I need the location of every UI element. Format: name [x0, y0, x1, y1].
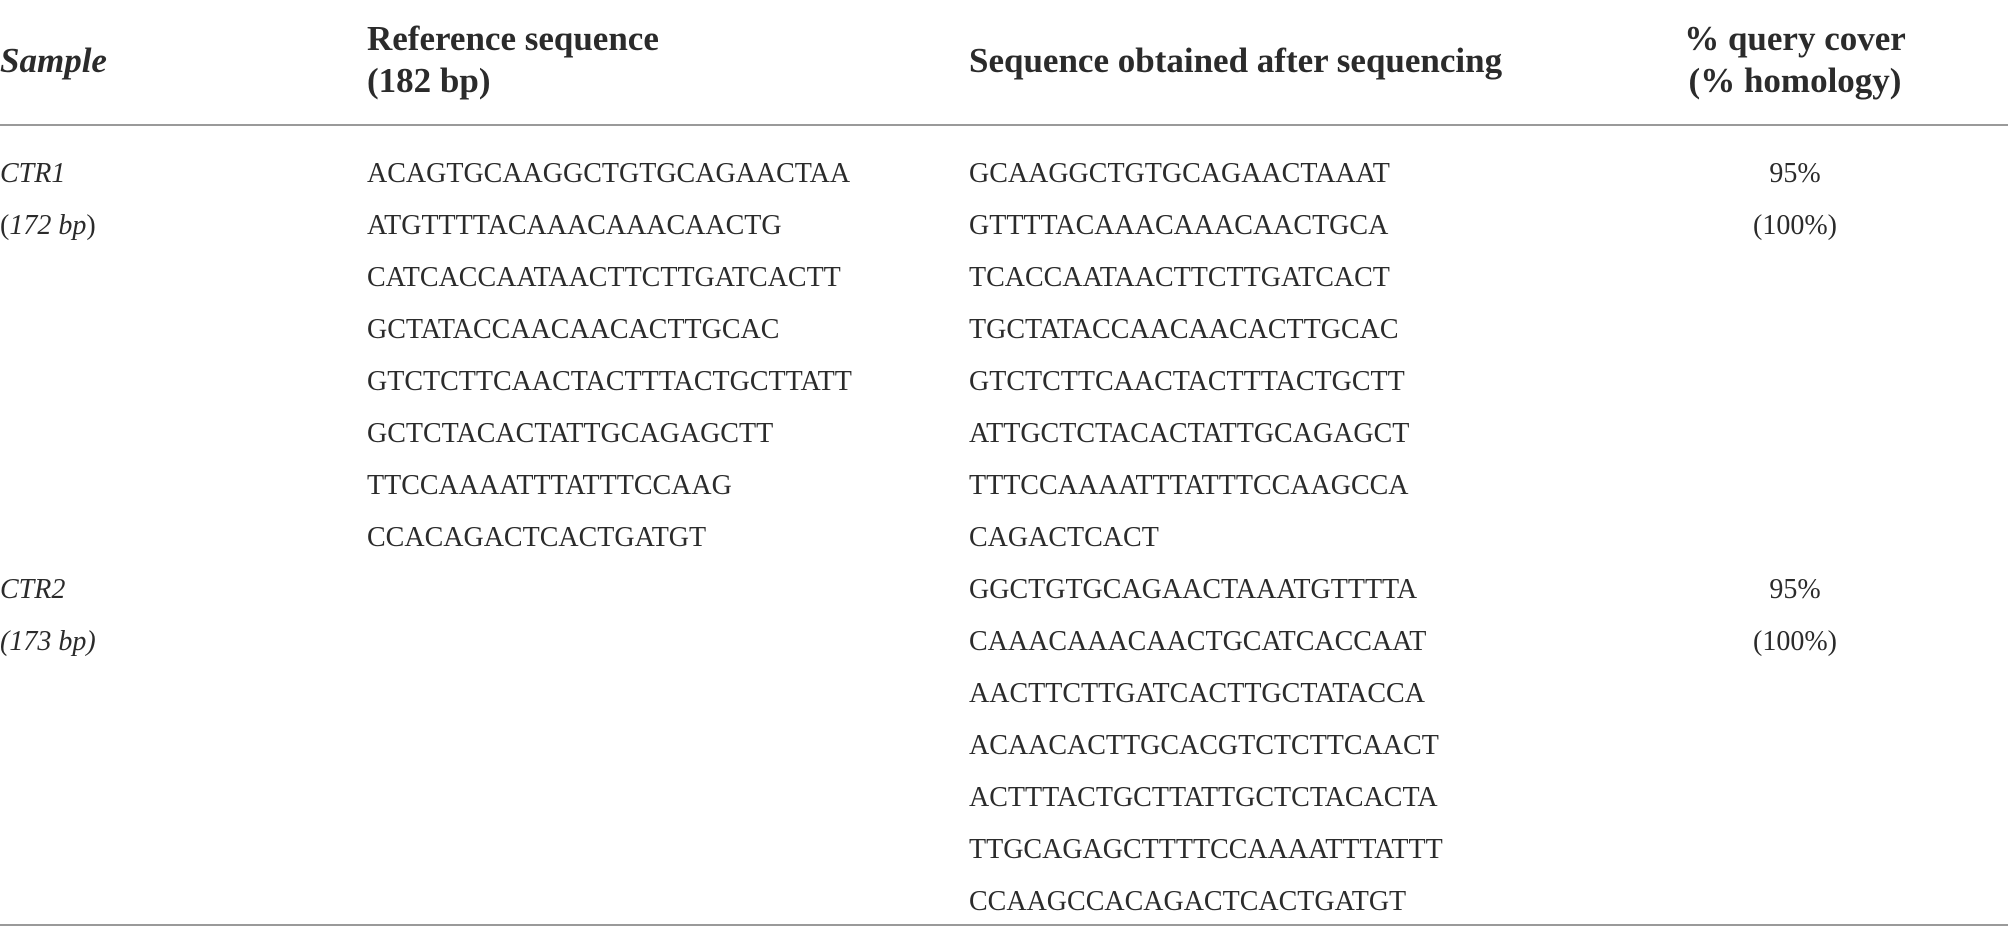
header-reference-line2: (182 bp)	[367, 61, 491, 100]
sample-size-open: (	[0, 210, 10, 241]
header-query-cover: % query cover (% homology)	[1680, 18, 1910, 102]
reference-line: CATCACCAATAACTTCTTGATCACTT	[367, 262, 841, 293]
obtained-line: TTGCAGAGCTTTTCCAAAATTTATTT	[969, 834, 1443, 865]
obtained-line: CAGACTCACT	[969, 522, 1159, 553]
obtained-line: CAAACAAACAACTGCATCACCAAT	[969, 626, 1427, 657]
header-sample-label: Sample	[0, 41, 107, 80]
sample-size-close: )	[86, 210, 96, 241]
header-query-line1: % query cover	[1684, 19, 1906, 58]
reference-line: CCACAGACTCACTGATGT	[367, 522, 707, 553]
header-obtained-label: Sequence obtained after sequencing	[969, 41, 1503, 80]
obtained-line: GCAAGGCTGTGCAGAACTAAAT	[969, 158, 1390, 189]
table-header: Sample Reference sequence (182 bp) Seque…	[0, 0, 2008, 126]
reference-line: TTCCAAAATTTATTTCCAAG	[367, 470, 732, 501]
sample-name: CTR1	[0, 158, 66, 189]
sample-name: CTR2	[0, 574, 66, 605]
reference-line: GCTCTACACTATTGCAGAGCTT	[367, 418, 774, 449]
reference-line: ACAGTGCAAGGCTGTGCAGAACTAA	[367, 158, 851, 189]
reference-line: ATGTTTTACAAACAAACAACTG	[367, 210, 782, 241]
sample-size: (172 bp)	[0, 200, 96, 252]
reference-line: GCTATACCAACAACACTTGCAC	[367, 314, 780, 345]
sample-size: (173 bp)	[0, 626, 96, 657]
query-cover-value: 95%	[1769, 158, 1821, 189]
obtained-line: GTTTTACAAACAAACAACTGCA	[969, 210, 1389, 241]
sample-size-value: 172 bp	[9, 210, 87, 241]
sample-column: CTR1 (172 bp) CTR2 (173 bp)	[0, 148, 96, 668]
homology-value: (100%)	[1753, 626, 1837, 657]
obtained-line: TCACCAATAACTTCTTGATCACT	[969, 262, 1390, 293]
header-reference-line1: Reference sequence	[367, 19, 659, 58]
obtained-line: CCAAGCCACAGACTCACTGATGT	[969, 886, 1407, 917]
obtained-line: TGCTATACCAACAACACTTGCAC	[969, 314, 1399, 345]
homology-value: (100%)	[1753, 210, 1837, 241]
query-column: 95% (100%) 95% (100%)	[1680, 148, 1910, 668]
obtained-column: GCAAGGCTGTGCAGAACTAAAT GTTTTACAAACAAACAA…	[969, 148, 1443, 928]
obtained-line: ATTGCTCTACACTATTGCAGAGCT	[969, 418, 1410, 449]
obtained-line: GTCTCTTCAACTACTTTACTGCTT	[969, 366, 1405, 397]
reference-column: ACAGTGCAAGGCTGTGCAGAACTAA ATGTTTTACAAACA…	[367, 148, 852, 564]
reference-line: GTCTCTTCAACTACTTTACTGCTTATT	[367, 366, 852, 397]
header-query-line2: (% homology)	[1688, 61, 1902, 100]
obtained-line: AACTTCTTGATCACTTGCTATACCA	[969, 678, 1425, 709]
header-sample: Sample	[0, 40, 107, 82]
header-obtained: Sequence obtained after sequencing	[969, 40, 1502, 82]
obtained-line: ACAACACTTGCACGTCTCTTCAACT	[969, 730, 1439, 761]
table-body: CTR1 (172 bp) CTR2 (173 bp) ACAGTGCAAGGC…	[0, 126, 2008, 926]
query-cover-value: 95%	[1769, 574, 1821, 605]
obtained-line: TTTCCAAAATTTATTTCCAAGCCA	[969, 470, 1409, 501]
obtained-line: ACTTTACTGCTTATTGCTCTACACTA	[969, 782, 1438, 813]
obtained-line: GGCTGTGCAGAACTAAATGTTTTA	[969, 574, 1418, 605]
header-reference: Reference sequence (182 bp)	[367, 18, 659, 102]
